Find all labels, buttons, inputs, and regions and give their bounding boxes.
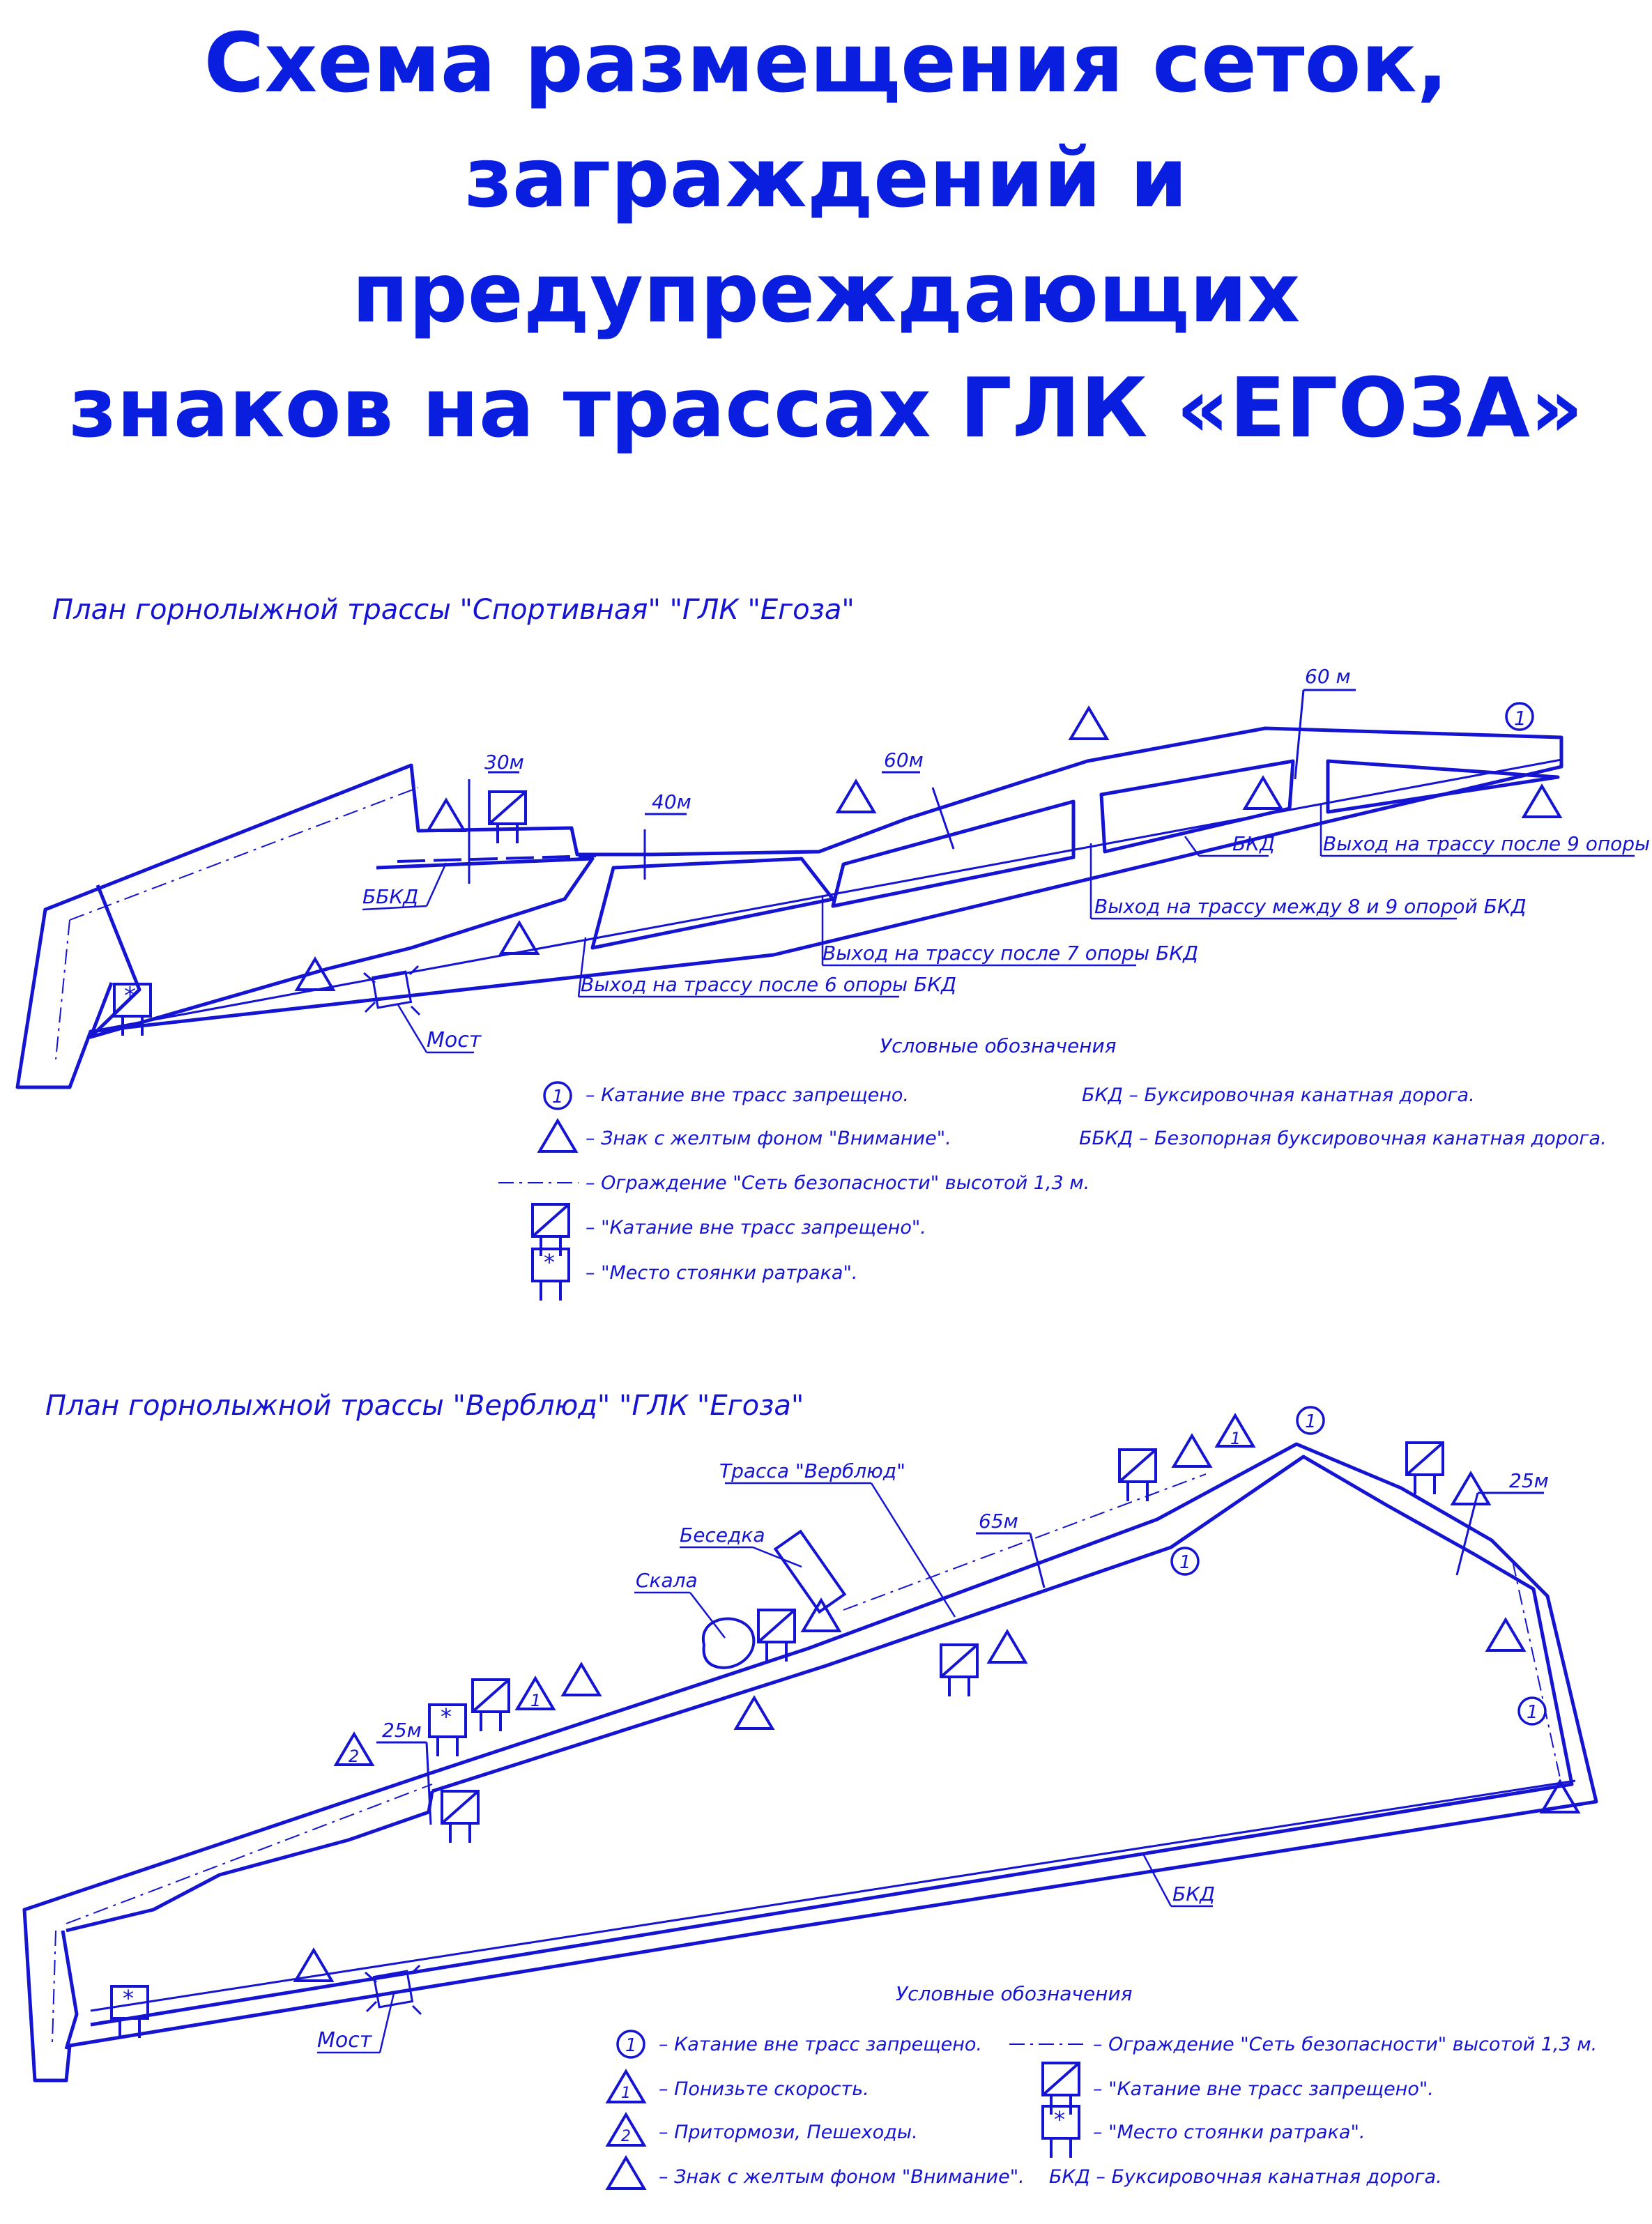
no-offpiste-sign-icon <box>471 1678 510 1733</box>
plan2-circ-3: 1 <box>1527 1702 1538 1723</box>
plan2-circ-1: 1 <box>1305 1411 1317 1432</box>
legend-triangle-icon <box>538 1119 577 1153</box>
plan2-legend-title: Условные обозначения <box>896 1982 1133 2005</box>
plan2-dim-25b: 25м <box>1509 1469 1549 1492</box>
legend2-circle-number: 1 <box>625 2035 637 2056</box>
plan2-bridge <box>365 1964 422 2016</box>
legend-warning-triangle-icon <box>606 2156 645 2190</box>
plan2-label-rock: Скала <box>636 1569 698 1592</box>
warning-triangle-icon <box>988 1630 1027 1664</box>
title-line-1: Схема размещения сеток, <box>204 15 1448 111</box>
plan1-legend-item1: – Катание вне трасс запрещено. <box>586 1084 909 1106</box>
plan2-label-trail: Трасса "Верблюд" <box>719 1459 905 1482</box>
plan1-legend-title: Условные обозначения <box>880 1034 1117 1057</box>
legend-parking-star: * <box>544 1249 555 1275</box>
plan1-circle-number: 1 <box>1514 707 1527 730</box>
legend-circle-number: 1 <box>552 1087 564 1107</box>
plan2-dim-25a: 25м <box>382 1719 422 1742</box>
plan2-label-gazebo: Беседка <box>680 1524 765 1547</box>
plan1-dim-40: 40м <box>652 790 691 813</box>
plan2-legend-item3: – Притормози, Пешеходы. <box>659 2122 918 2143</box>
plan2-dimension-marks <box>376 1491 1544 1825</box>
legend2-parking-star: * <box>1054 2106 1065 2133</box>
plan1-legend-item3: – Ограждение "Сеть безопасности" высотой… <box>586 1172 1089 1194</box>
no-offpiste-sign-icon <box>441 1790 480 1844</box>
plan1-legend-item4: – "Катание вне трасс запрещено". <box>586 1217 926 1238</box>
plan2-legend-item6: – "Катание вне трасс запрещено". <box>1093 2078 1434 2100</box>
warning-triangle-icon <box>735 1696 774 1730</box>
legend2-tri-num-2: 2 <box>621 2128 631 2145</box>
plan2-rock <box>701 1617 756 1669</box>
warning-triangle-icon <box>1244 776 1283 810</box>
plan1-bbkd-line <box>397 854 597 863</box>
legend2-tri-num-1: 1 <box>621 2085 631 2102</box>
plan1-heading: План горнолыжной трассы "Спортивная" "ГЛ… <box>52 594 855 626</box>
warning-triangle-icon <box>1522 785 1561 818</box>
plan1-legend-item5: – "Место стоянки ратрака". <box>586 1262 857 1284</box>
no-offpiste-sign-icon <box>940 1643 979 1698</box>
plan2-heading: План горнолыжной трассы "Верблюд" "ГЛК "… <box>45 1390 804 1422</box>
plan1-label-exit89: Выход на трассу между 8 и 9 опорой БКД <box>1094 895 1527 918</box>
plan2-label-bridge: Мост <box>317 2028 373 2053</box>
plan2-leaders <box>317 1482 1213 2054</box>
plan1-label-bkd: БКД <box>1232 832 1275 855</box>
plan2-gazebo <box>773 1529 847 1614</box>
plan1-legend-bbkd: ББКД – Безопорная буксировочная канатная… <box>1079 1128 1607 1149</box>
plan1-parking-star: * <box>124 982 136 1010</box>
no-offpiste-sign-icon <box>488 790 527 845</box>
plan2-tri-num-3: 2 <box>349 1747 359 1766</box>
warning-triangle-icon <box>427 799 466 832</box>
plan1-legend-bkd: БКД – Буксировочная канатная дорога. <box>1082 1084 1475 1106</box>
plan2-star-1: * <box>441 1703 452 1730</box>
plan1-label-bbkd: ББКД <box>362 885 418 908</box>
plan2-safety-fence <box>52 1473 1562 2043</box>
plan1-dim-60a: 60м <box>884 749 924 772</box>
plan2-trail-outline <box>22 1442 1598 2083</box>
warning-triangle-icon <box>1172 1434 1211 1468</box>
plan1-dim-30: 30м <box>484 751 524 774</box>
plan1-dimension-marks <box>468 689 1356 884</box>
plan2-tri-num-2: 1 <box>530 1691 541 1710</box>
plan2-tri-num-1: 1 <box>1230 1429 1241 1448</box>
plan2-legend-item5: – Ограждение "Сеть безопасности" высотой… <box>1093 2034 1597 2055</box>
plan1-dim-60b: 60 м <box>1305 665 1351 688</box>
warning-triangle-icon <box>562 1663 601 1696</box>
plan1-trail-outline <box>15 726 1563 1089</box>
plan1-label-exit6: Выход на трассу после 6 опоры БКД <box>581 973 956 996</box>
plan2-star-2: * <box>123 1985 134 2011</box>
plan2-legend-item4: – Знак с желтым фоном "Внимание". <box>659 2166 1025 2188</box>
plan2-legend-item1: – Катание вне трасс запрещено. <box>659 2034 982 2055</box>
warning-triangle-icon <box>1486 1618 1525 1652</box>
warning-triangle-icon <box>836 780 875 813</box>
no-offpiste-sign-icon <box>1118 1448 1157 1503</box>
plan1-legend-item2: – Знак с желтым фоном "Внимание". <box>586 1128 951 1149</box>
plan1-leaders <box>362 805 1635 1054</box>
plan2-dim-65: 65м <box>979 1510 1018 1533</box>
plan2-legend-item7: – "Место стоянки ратрака". <box>1093 2122 1365 2143</box>
plan2-signs <box>110 1406 1580 2039</box>
plan2-legend-bkd: БКД – Буксировочная канатная дорога. <box>1049 2166 1442 2188</box>
title-line-2: заграждений и предупреждающих <box>351 130 1301 341</box>
warning-triangle-icon <box>1069 707 1108 740</box>
no-offpiste-sign-icon <box>1405 1441 1444 1496</box>
page-title: Схема размещения сеток, заграждений и пр… <box>0 0 1652 466</box>
plan1-label-bridge: Мост <box>427 1028 482 1052</box>
warning-triangle-icon <box>802 1599 841 1632</box>
plan2-circ-2: 1 <box>1179 1552 1191 1573</box>
plan1-label-exit7: Выход на трассу после 7 опоры БКД <box>823 942 1198 965</box>
plan1-bkd-line <box>97 758 1562 1032</box>
title-line-3: знаков на трассах ГЛК «ЕГОЗА» <box>68 360 1584 456</box>
plan2-legend-item2: – Понизьте скорость. <box>659 2078 869 2100</box>
plan1-label-exit9: Выход на трассу после 9 опоры БКД <box>1323 832 1652 855</box>
plan1-safety-fence <box>55 787 419 1060</box>
plan1-bridge <box>363 965 421 1016</box>
warning-triangle-icon <box>1451 1472 1490 1505</box>
plan2-label-bkd: БКД <box>1172 1882 1215 1905</box>
